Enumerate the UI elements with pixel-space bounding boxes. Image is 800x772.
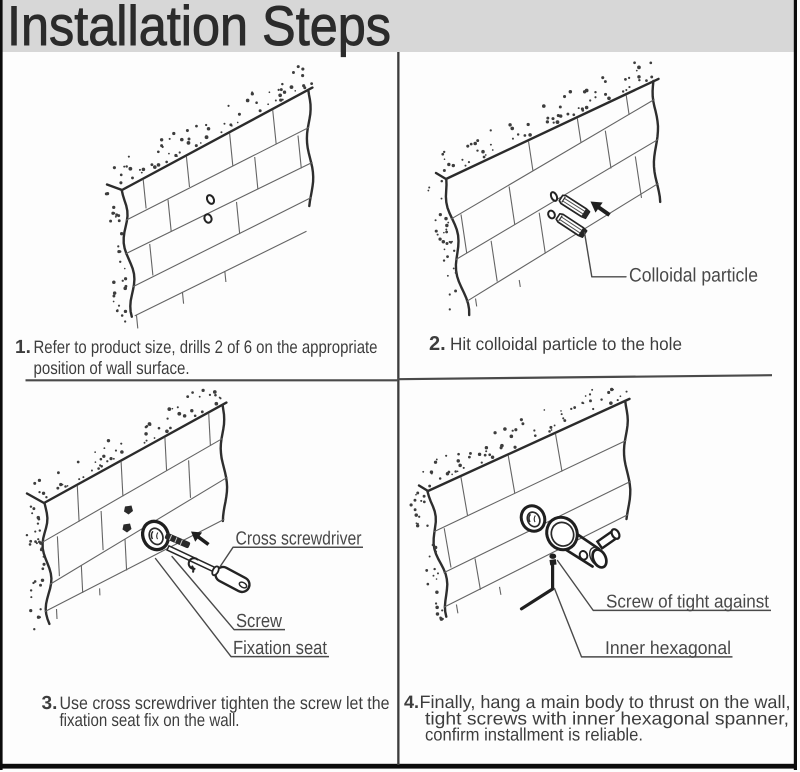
svg-text:Refer to product size, drills: Refer to product size, drills 2 of 6 on … [34,337,378,357]
svg-text:Use cross screwdriver tighten: Use cross screwdriver tighten the screw … [60,693,390,713]
svg-text:Screw: Screw [236,611,282,632]
svg-text:position of wall surface.: position of wall surface. [34,358,190,378]
svg-text:fixation seat fix on the wall.: fixation seat fix on the wall. [60,710,240,730]
svg-text:Hit colloidal particle to the: Hit colloidal particle to the hole [450,334,682,354]
svg-text:Cross screwdriver: Cross screwdriver [236,529,363,550]
svg-text:Finally, hang a main body: Finally, hang a main body to thrust on t… [420,692,791,712]
svg-text:2.: 2. [429,333,446,355]
svg-text:Installation Steps: Installation Steps [7,0,391,57]
svg-text:3.: 3. [42,693,58,714]
svg-text:4.: 4. [404,692,419,712]
svg-text:1.: 1. [15,337,31,358]
svg-text:Screw of tight against: Screw of tight against [606,591,769,612]
svg-text:Fixation seat: Fixation seat [233,638,328,659]
svg-text:Colloidal particle: Colloidal particle [629,265,758,287]
svg-text:Inner hexagonal: Inner hexagonal [605,637,731,658]
svg-text:confirm installment is reliabl: confirm installment is reliable. [425,725,643,745]
svg-text:tight screws with inner he: tight screws with inner hexagonal spanne… [425,709,789,729]
